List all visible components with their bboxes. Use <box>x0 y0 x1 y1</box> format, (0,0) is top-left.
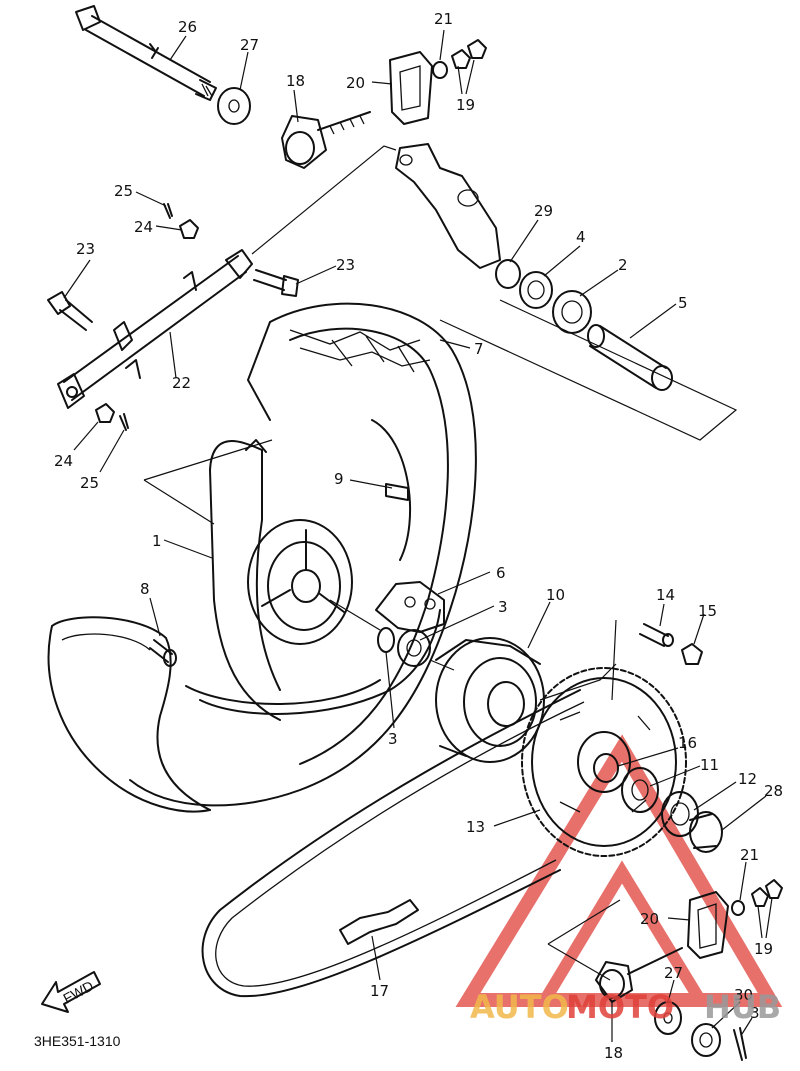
wheel-rim <box>185 419 441 721</box>
bearing-sprocket <box>621 767 659 813</box>
sprocket-stud <box>639 623 674 647</box>
rear-sprocket <box>521 667 687 857</box>
spacer-tube <box>587 324 673 391</box>
callout-7: 7 <box>474 340 484 358</box>
callout-25-top: 25 <box>114 182 133 200</box>
cotter-pin-axle <box>733 1027 747 1061</box>
chain-adjuster-bottom <box>595 947 683 1003</box>
watermark-auto: AUTO <box>470 988 569 1026</box>
callout-10: 10 <box>546 586 565 604</box>
callout-26: 26 <box>178 18 197 36</box>
callout-21-top: 21 <box>434 10 453 28</box>
callout-3-lower: 3 <box>388 730 398 748</box>
callout-3-pin: 3 <box>750 1004 760 1022</box>
callout-19-top: 19 <box>456 96 475 114</box>
cotter-pin-lower <box>119 413 129 431</box>
callout-1: 1 <box>152 532 162 550</box>
callout-20-bottom: 20 <box>640 910 659 928</box>
callout-3-upper: 3 <box>498 598 508 616</box>
watermark-moto: MOTO <box>566 988 674 1026</box>
callout-30: 30 <box>734 986 753 1004</box>
tire-section <box>47 616 211 813</box>
callout-18-top: 18 <box>286 72 305 90</box>
callout-8: 8 <box>140 580 150 598</box>
callout-24-bottom: 24 <box>54 452 73 470</box>
callout-11: 11 <box>700 756 719 774</box>
nut-upper <box>179 219 199 239</box>
callout-29: 29 <box>534 202 553 220</box>
callout-5: 5 <box>678 294 688 312</box>
sprocket-nut <box>681 643 703 665</box>
callout-27-bottom: 27 <box>664 964 683 982</box>
watermark-text: AUTO MOTO HUB <box>470 988 781 1026</box>
callout-16: 16 <box>678 734 697 752</box>
collar-outer <box>689 811 723 853</box>
callout-labels: 26 27 18 20 21 19 29 4 2 5 7 25 24 23 23… <box>54 10 783 1062</box>
callout-25-bottom: 25 <box>80 474 99 492</box>
swingarm-bracket <box>395 143 501 269</box>
callout-19-bottom: 19 <box>754 940 773 958</box>
torque-rod-bolt-left <box>47 291 93 331</box>
bearing-wheel-left <box>377 627 395 653</box>
callout-6: 6 <box>496 564 506 582</box>
tire <box>129 302 477 807</box>
washer-top <box>217 87 251 125</box>
guide-lines <box>251 145 738 701</box>
callout-13: 13 <box>466 818 485 836</box>
callout-17: 17 <box>370 982 389 1000</box>
callout-22: 22 <box>172 374 191 392</box>
oil-seal <box>519 271 553 309</box>
cotter-pin-upper <box>163 203 173 219</box>
callout-18-bottom: 18 <box>604 1044 623 1062</box>
adjuster-block-bottom <box>687 891 729 959</box>
watermark-logo <box>455 734 783 1007</box>
collar <box>495 259 521 289</box>
chain-adjuster-top <box>281 111 371 169</box>
callout-21-bottom: 21 <box>740 846 759 864</box>
callout-2: 2 <box>618 256 628 274</box>
nut-lower <box>95 403 115 423</box>
axle-shaft <box>75 5 217 101</box>
callout-15: 15 <box>698 602 717 620</box>
sprocket-hub <box>435 637 545 763</box>
drive-chain <box>201 689 585 998</box>
callout-12: 12 <box>738 770 757 788</box>
castle-nut <box>691 1023 721 1057</box>
diagram-code: 3HE351-1310 <box>34 1033 121 1049</box>
torque-rod <box>57 249 253 409</box>
torque-rod-bolt-right <box>253 269 299 297</box>
damper-bracket <box>375 581 445 633</box>
callout-20-top: 20 <box>346 74 365 92</box>
leader-lines <box>63 29 773 1042</box>
callout-9: 9 <box>334 470 344 488</box>
forward-arrow-icon: FWD <box>41 971 101 1013</box>
tire-valve <box>149 639 177 667</box>
callout-23-right: 23 <box>336 256 355 274</box>
collar-sprocket <box>593 753 619 783</box>
callout-4: 4 <box>576 228 586 246</box>
callout-24-top: 24 <box>134 218 153 236</box>
callout-14: 14 <box>656 586 675 604</box>
callout-28: 28 <box>764 782 783 800</box>
watermark-hub: HUB <box>704 988 781 1026</box>
callout-23-left: 23 <box>76 240 95 258</box>
adjuster-block-top <box>389 51 433 125</box>
bearing-wheel-right <box>397 629 431 667</box>
callout-27-top: 27 <box>240 36 259 54</box>
